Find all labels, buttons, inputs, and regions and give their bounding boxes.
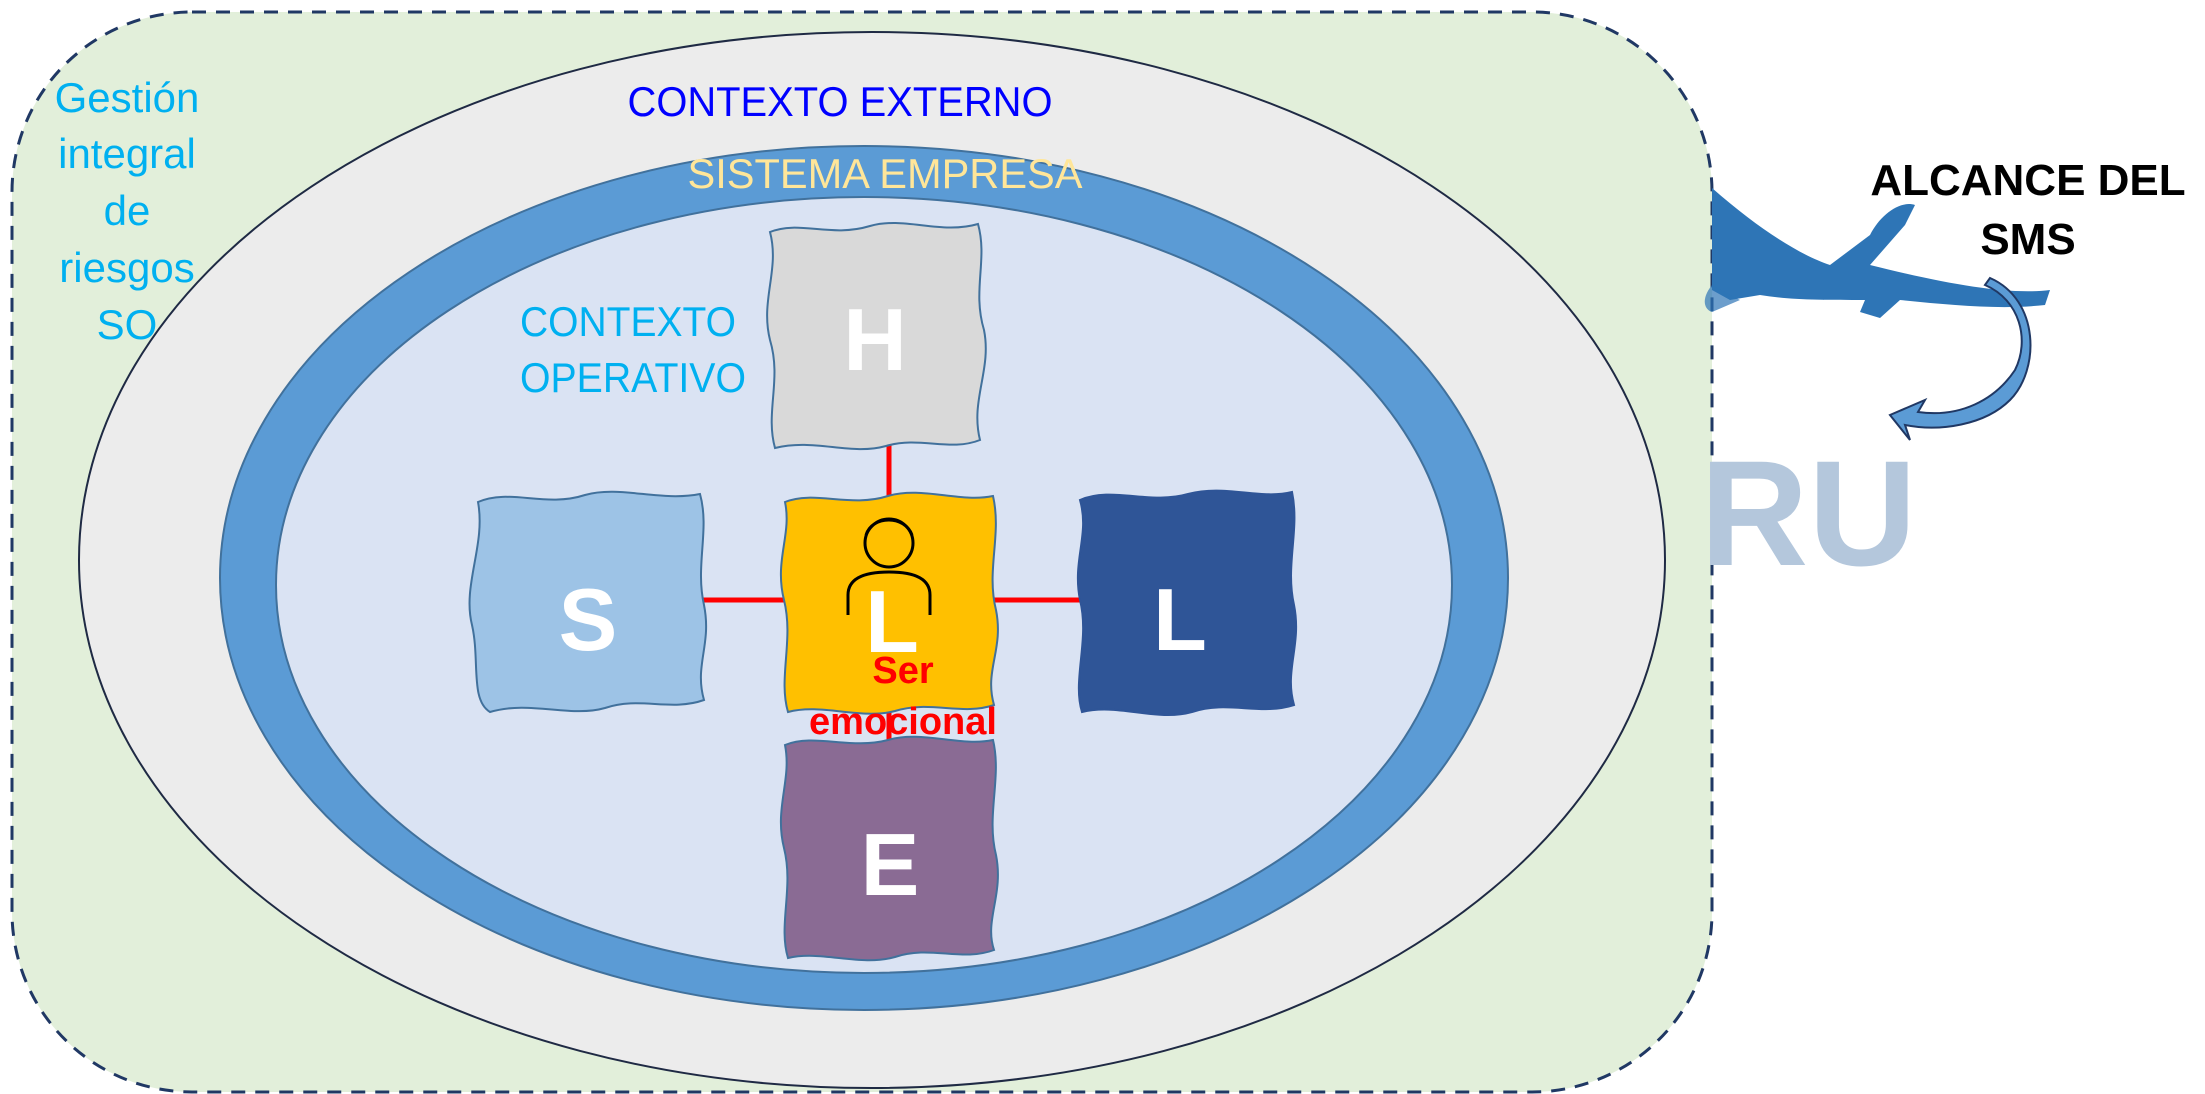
watermark-text: RU: [1700, 429, 1917, 597]
contexto-operativo-line2: OPERATIVO: [520, 354, 746, 401]
environment-block: E: [779, 735, 999, 962]
block-s-letter: S: [559, 570, 618, 669]
block-l-right-letter: L: [1153, 570, 1207, 669]
ser-emocional-line1: Ser: [872, 650, 933, 692]
block-e-letter: E: [861, 815, 920, 914]
alcance-line1: ALCANCE DEL: [1870, 156, 2185, 205]
gestion-line5: SO: [97, 301, 158, 348]
connectors: [700, 440, 1080, 760]
liveware-center-block: L: [779, 491, 999, 715]
person-icon: [846, 517, 932, 615]
ser-emocional-line2: emocional: [809, 701, 997, 743]
sistema-empresa-label: SISTEMA EMPRESA: [688, 150, 1083, 197]
contexto-externo-label: CONTEXTO EXTERNO: [628, 78, 1053, 125]
contexto-operativo-line1: CONTEXTO: [520, 298, 736, 345]
block-l-center-letter: L: [865, 572, 919, 671]
airplane-icon: [1704, 188, 2050, 318]
gestion-line2: integral: [58, 130, 196, 177]
gestion-integral-label: Gestión integral de riesgos SO: [55, 74, 200, 348]
hardware-block: H: [766, 222, 987, 451]
gestion-line1: Gestión: [55, 74, 200, 121]
gestion-line3: de: [104, 187, 151, 234]
gestion-line4: riesgos: [59, 244, 194, 291]
alcance-line2: SMS: [1980, 215, 2075, 264]
curved-arrow-icon: [1888, 276, 2032, 441]
block-h-letter: H: [843, 290, 907, 389]
software-block: S: [468, 490, 708, 714]
liveware-right-block: L: [1076, 489, 1298, 716]
